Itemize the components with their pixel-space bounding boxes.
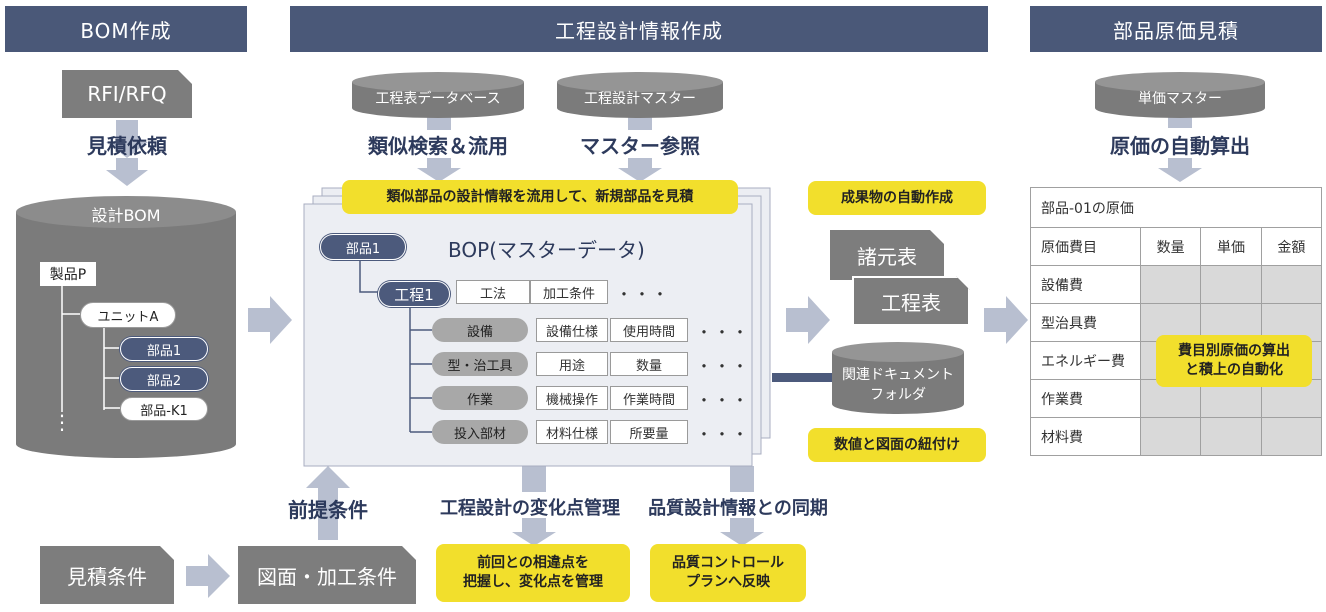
process-sheet-document: 工程表: [852, 276, 970, 326]
cost-row-work: 作業費: [1030, 379, 1141, 418]
auto-cost-label: 原価の自動算出: [1110, 134, 1250, 158]
quality-plan-box: 品質コントロール プランへ反映: [650, 544, 806, 602]
cost-row-material: 材料費: [1030, 417, 1141, 456]
method-cell: 工法: [456, 280, 530, 304]
db1-cylinder: [352, 72, 524, 118]
row-tooling-label: 型・治工具: [432, 352, 528, 376]
change-point-box: 前回との相違点を 把握し、変化点を管理: [436, 544, 630, 602]
process-design-master-db: 工程設計マスター: [584, 91, 696, 107]
cost-col-item: 原価費目: [1030, 227, 1141, 266]
step-more-dots: ・・・: [616, 285, 671, 304]
cost-row-energy: エネルギー費: [1030, 341, 1141, 380]
row-material-cell1: 材料仕様: [536, 420, 608, 444]
row-tooling-cell2: 数量: [610, 352, 688, 376]
row-work-label: 作業: [432, 386, 528, 410]
header-process-design: 工程設計情報作成: [290, 6, 988, 52]
cost-col-qty: 数量: [1139, 227, 1202, 266]
bom-more-dots: ⋮: [52, 410, 72, 434]
arrow-rfi-down: [106, 120, 148, 158]
bom-part-k1-node: 部品-K1: [120, 397, 208, 421]
unit-price-master-db: 単価マスター: [1138, 91, 1222, 107]
arrow-bop-change-down: [522, 466, 546, 492]
design-bom-title: 設計BOM: [91, 206, 161, 225]
premise-label: 前提条件: [288, 498, 368, 522]
rfi-rfq-document: RFI/RFQ: [62, 70, 192, 118]
arrow-db2-down: [628, 116, 652, 130]
row-material-label: 投入部材: [432, 420, 528, 444]
estimate-conditions-document: 見積条件: [40, 546, 174, 604]
cost-table: 部品-01の原価 原価費目 数量 単価 金額 設備費 型治具費 エネルギー費 作…: [1030, 187, 1323, 456]
change-management-label: 工程設計の変化点管理: [440, 498, 620, 519]
arrow-outputs-to-cost: [984, 296, 1028, 344]
master-reference-label: マスター参照: [580, 134, 700, 158]
row-tooling-dots: ・・・: [696, 357, 751, 376]
bom-part-1-node: 部品1: [120, 337, 208, 361]
drawing-conditions-document: 図面・加工条件: [238, 546, 416, 604]
row-equipment-dots: ・・・: [696, 323, 751, 342]
arrow-db1-down: [427, 116, 451, 130]
link-values-drawings-label: 数値と図面の紐付け: [808, 428, 986, 462]
header-bom: BOM作成: [5, 6, 247, 52]
row-work-cell1: 機械操作: [536, 386, 608, 410]
arrow-db2-label-down: [618, 158, 662, 182]
cost-table-title: 部品-01の原価: [1030, 187, 1322, 228]
bom-part-2-node: 部品2: [120, 367, 208, 391]
row-equipment-cell1: 設備仕様: [536, 318, 608, 342]
process-1-node: 工程1: [378, 281, 450, 307]
row-equipment-label: 設備: [432, 318, 528, 342]
cost-automation-note: 費目別原価の算出 と積上の自動化: [1156, 335, 1312, 387]
row-material-dots: ・・・: [696, 425, 751, 444]
row-tooling-cell1: 用途: [536, 352, 608, 376]
related-document-folder: 関連ドキュメント フォルダ: [842, 367, 954, 403]
bop-tree-lines: [359, 256, 432, 433]
cost-col-unit-price: 単価: [1200, 227, 1262, 266]
arrow-change-box-down: [512, 518, 556, 546]
arrow-unit-master-down: [1168, 116, 1192, 128]
row-work-cell2: 作業時間: [610, 386, 688, 410]
bop-title: BOP(マスターデータ): [448, 238, 645, 262]
cost-row-tooling: 型治具費: [1030, 303, 1141, 342]
arrow-cost-label-down: [1158, 158, 1202, 182]
connector-bop-folder: [772, 373, 832, 382]
arrow-estimate-to-drawing: [186, 554, 230, 598]
bom-tree-lines: [61, 286, 120, 412]
process-table-db: 工程表データベース: [375, 91, 501, 107]
cost-row-equipment: 設備費: [1030, 265, 1141, 304]
auto-output-label: 成果物の自動作成: [808, 181, 986, 215]
processing-cond-cell: 加工条件: [530, 280, 608, 304]
reuse-banner: 類似部品の設計情報を流用して、新規部品を見積: [342, 180, 738, 214]
unit-a-node: ユニットA: [80, 302, 176, 328]
arrow-quality-box-down: [720, 518, 764, 546]
db2-cylinder: [557, 72, 723, 118]
row-equipment-cell2: 使用時間: [610, 318, 688, 342]
request-label: 見積依頼: [87, 134, 167, 158]
arrow-request-down: [106, 158, 148, 186]
row-work-dots: ・・・: [696, 391, 751, 410]
cost-col-amount: 金額: [1260, 227, 1323, 266]
spec-sheet-document: 諸元表: [830, 230, 944, 280]
arrow-bom-to-bop: [248, 296, 292, 344]
arrow-db1-label-down: [417, 158, 461, 182]
quality-sync-label: 品質設計情報との同期: [648, 498, 828, 519]
bop-part-1-node: 部品1: [320, 234, 406, 260]
product-p-node: 製品P: [40, 262, 96, 286]
header-cost-estimate: 部品原価見積: [1030, 6, 1322, 52]
unit-master-cylinder: [1095, 72, 1265, 118]
similar-search-label: 類似検索＆流用: [368, 134, 508, 158]
arrow-bop-quality-down: [730, 466, 754, 492]
arrow-bop-to-outputs: [786, 296, 830, 344]
arrow-premise-up: [306, 466, 350, 540]
row-material-cell2: 所要量: [610, 420, 688, 444]
folder-cylinder: [832, 342, 964, 414]
